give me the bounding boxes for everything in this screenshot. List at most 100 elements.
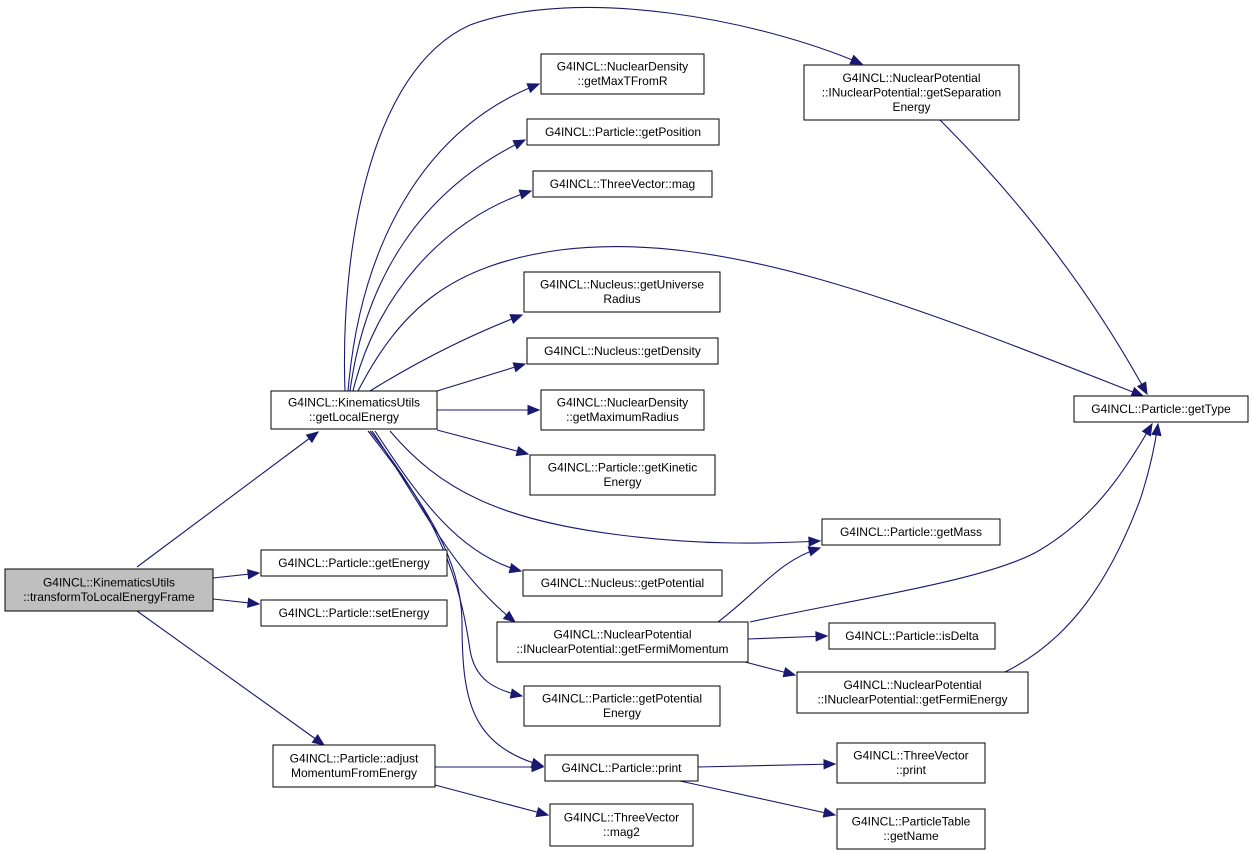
node-box [532, 170, 713, 198]
edge-root-to-setEnergy [212, 597, 261, 608]
edge-line [374, 430, 522, 572]
node-label-line: G4INCL::Particle::getKinetic [548, 461, 697, 475]
node-box [836, 742, 986, 784]
edge-getFermiMomentum-to-getType [749, 422, 1153, 623]
arrowhead-icon [247, 569, 261, 580]
arrowhead-icon [526, 83, 541, 94]
node-getPosition[interactable]: G4INCL::Particle::getPosition [526, 118, 720, 146]
node-label-line: ::print [896, 763, 927, 777]
edge-getLocalEnergy-to-getType [357, 246, 1145, 397]
edge-print-to-tvPrint [697, 758, 837, 770]
node-label-line: G4INCL::Nucleus::getDensity [544, 344, 701, 358]
node-label-line: Radius [603, 292, 640, 306]
node-getName[interactable]: G4INCL::ParticleTable::getName [836, 808, 986, 850]
arrowhead-icon [527, 404, 541, 416]
edge-line [749, 423, 1153, 623]
node-label-line: ::getName [883, 829, 939, 843]
edge-line [389, 430, 821, 544]
node-getFermiMomentum[interactable]: G4INCL::NuclearPotential::INuclearPotent… [496, 621, 749, 663]
node-box [270, 390, 438, 430]
node-getLocalEnergy[interactable]: G4INCL::KinematicsUtils::getLocalEnergy [270, 390, 438, 430]
node-label-line: G4INCL::Nucleus::getPotential [541, 576, 704, 590]
node-setEnergy[interactable]: G4INCL::Particle::setEnergy [260, 599, 448, 627]
node-mag2[interactable]: G4INCL::ThreeVector::mag2 [549, 803, 694, 847]
node-label-line: ::transformToLocalEnergyFrame [23, 590, 195, 604]
edge-getLocalEnergy-to-getUniverseRadius [369, 314, 524, 392]
edge-line [136, 610, 325, 746]
node-label-line: G4INCL::ThreeVector::mag [550, 177, 695, 191]
node-label-line: G4INCL::NuclearPotential [843, 678, 981, 692]
call-edges [136, 6, 1162, 818]
edge-adjustMomentum-to-mag2 [434, 784, 550, 818]
edge-getFermiMomentum-to-getMass [717, 546, 822, 623]
edge-line [436, 363, 526, 392]
edge-line [343, 6, 863, 392]
node-box [836, 808, 986, 850]
arrowhead-icon [515, 445, 530, 457]
edge-root-to-getLocalEnergy [136, 431, 320, 568]
node-getFermiEnergy[interactable]: G4INCL::NuclearPotential::INuclearPotent… [796, 671, 1029, 714]
edge-line [369, 314, 523, 392]
node-box [549, 803, 694, 847]
edge-adjustMomentum-to-print [435, 761, 545, 773]
node-box [803, 64, 1020, 121]
node-box [1073, 395, 1249, 423]
node-label-line: MomentumFromEnergy [291, 766, 417, 780]
edge-line [371, 430, 516, 623]
node-isDelta[interactable]: G4INCL::Particle::isDelta [828, 622, 996, 650]
edge-line [347, 83, 540, 392]
edge-getFermiMomentum-to-isDelta [747, 631, 829, 642]
node-box [4, 568, 214, 612]
edge-getLocalEnergy-to-getSeparationEnergy [343, 6, 864, 392]
arrowhead-icon [782, 667, 797, 678]
node-label-line: ::INuclearPotential::getSeparation [822, 85, 1001, 99]
node-getType[interactable]: G4INCL::Particle::getType [1073, 395, 1249, 423]
node-mag[interactable]: G4INCL::ThreeVector::mag [532, 170, 713, 198]
node-adjustMomentum[interactable]: G4INCL::Particle::adjustMomentumFromEner… [272, 744, 436, 788]
node-getMaximumRadius[interactable]: G4INCL::NuclearDensity::getMaximumRadius [540, 389, 705, 431]
node-label-line: Energy [892, 100, 930, 114]
node-tvPrint[interactable]: G4INCL::ThreeVector::print [836, 742, 986, 784]
node-box [523, 685, 721, 727]
edge-print-to-getName [679, 780, 837, 818]
node-label-line: G4INCL::ThreeVector [853, 749, 968, 763]
arrowhead-icon [509, 688, 524, 699]
node-label-line: G4INCL::KinematicsUtils [288, 396, 420, 410]
node-label-line: G4INCL::ParticleTable [852, 815, 971, 829]
node-getPotential[interactable]: G4INCL::Nucleus::getPotential [522, 569, 723, 597]
node-root: G4INCL::KinematicsUtils::transformToLoca… [4, 568, 214, 612]
node-label-line: G4INCL::Particle::getMass [840, 525, 982, 539]
edge-line [1004, 423, 1159, 673]
arrowhead-icon [808, 536, 822, 547]
node-box [529, 454, 716, 496]
node-label-line: ::INuclearPotential::getFermiEnergy [817, 693, 1007, 707]
edge-line [697, 763, 836, 768]
node-box [526, 337, 719, 365]
node-getEnergy[interactable]: G4INCL::Particle::getEnergy [260, 549, 448, 577]
node-label-line: ::getMaximumRadius [566, 410, 679, 424]
node-getMass[interactable]: G4INCL::Particle::getMass [821, 518, 1001, 546]
node-getSeparationEnergy[interactable]: G4INCL::NuclearPotential::INuclearPotent… [803, 64, 1020, 121]
node-print[interactable]: G4INCL::Particle::print [544, 754, 699, 782]
node-box [796, 671, 1029, 714]
edge-line [357, 246, 1144, 397]
node-box [526, 118, 720, 146]
node-label-line: Energy [603, 706, 641, 720]
node-label-line: G4INCL::NuclearPotential [842, 71, 980, 85]
node-label-line: G4INCL::Particle::getPosition [545, 125, 701, 139]
edge-line [717, 547, 821, 623]
node-label-line: G4INCL::NuclearDensity [557, 396, 688, 410]
arrowhead-icon [535, 806, 550, 818]
edge-getFermiEnergy-to-getType [1004, 422, 1162, 673]
arrowhead-icon [247, 597, 261, 608]
node-label-line: G4INCL::Particle::getPotential [542, 692, 702, 706]
arrowhead-icon [531, 761, 545, 773]
edge-getLocalEnergy-to-getMaxTFromR [347, 83, 541, 392]
node-getMaxTFromR[interactable]: G4INCL::NuclearDensity::getMaxTFromR [540, 53, 705, 95]
arrowhead-icon [849, 54, 864, 65]
node-getDensity[interactable]: G4INCL::Nucleus::getDensity [526, 337, 719, 365]
